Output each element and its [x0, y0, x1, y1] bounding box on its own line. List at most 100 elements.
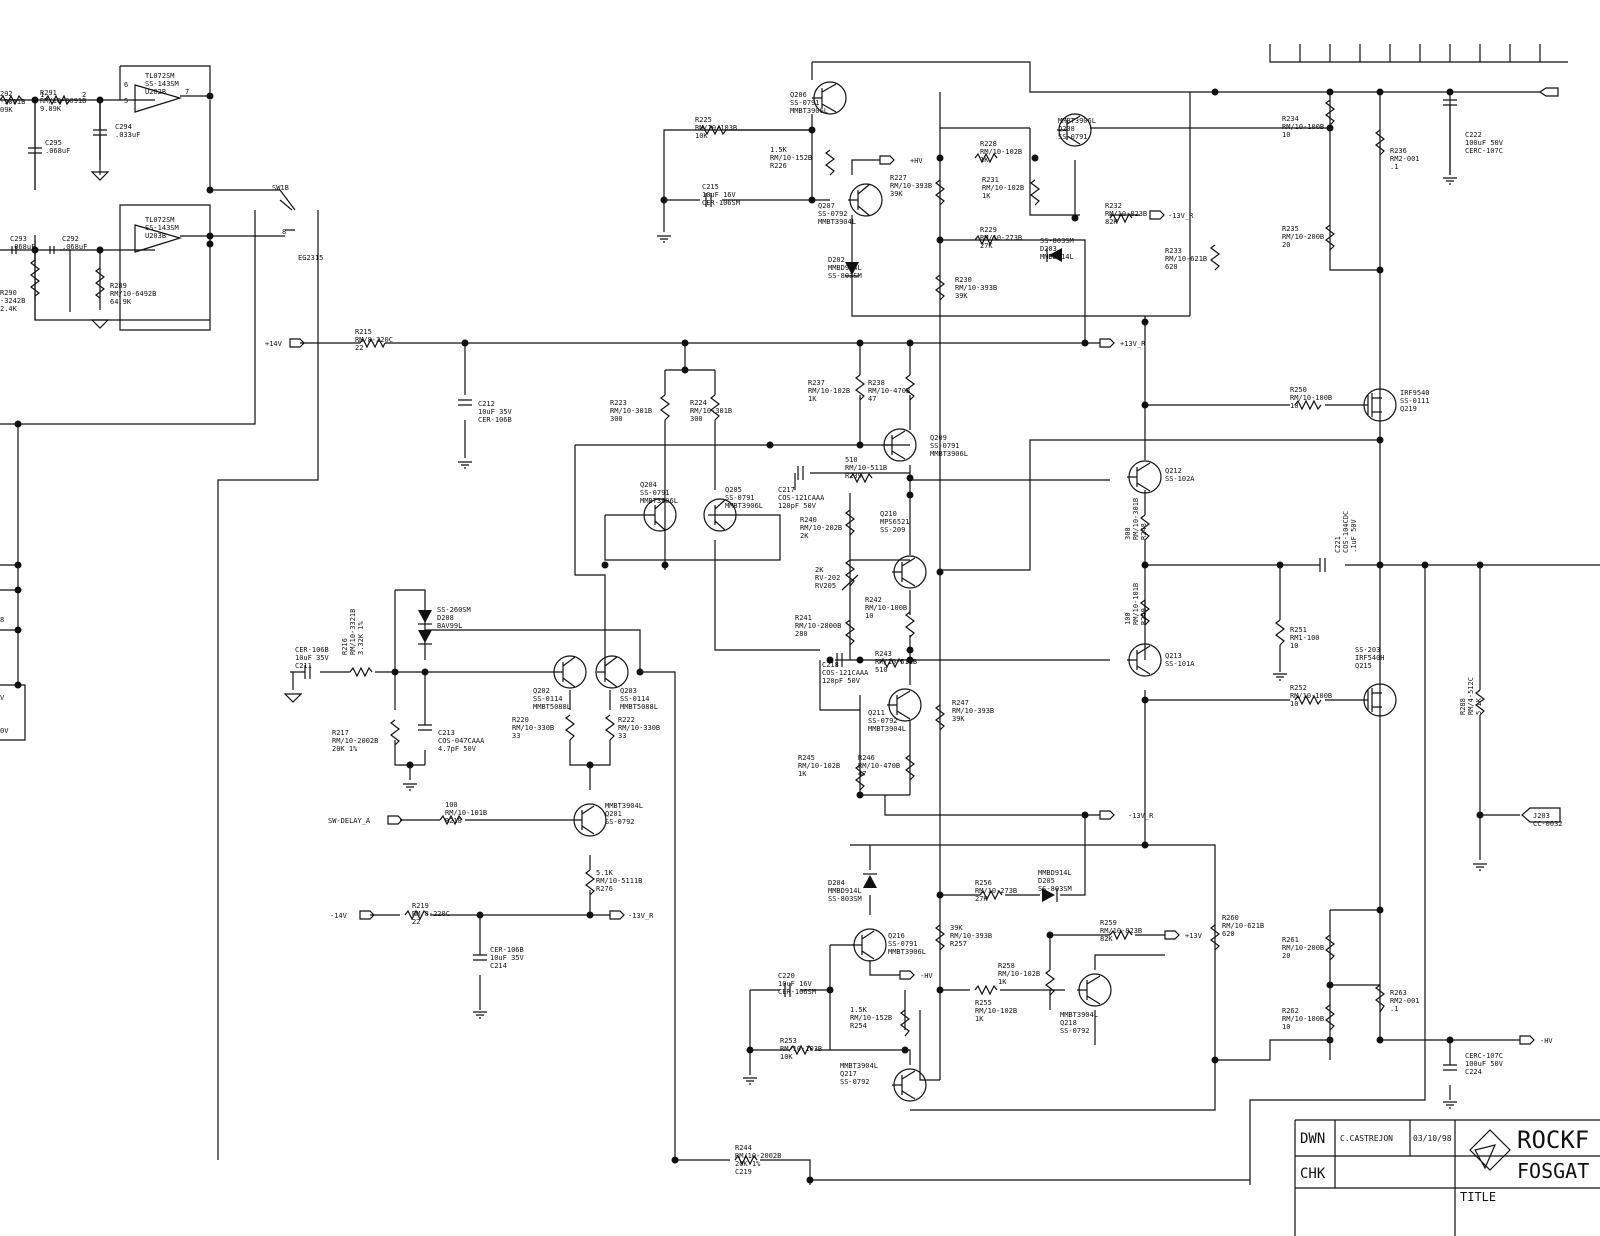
label-line: RM/8-220C — [412, 910, 450, 918]
label-line: 10K — [780, 1053, 793, 1061]
label-line: 47 — [858, 770, 866, 778]
label-line: COS-121CAAA — [822, 669, 869, 677]
label-line: 20 — [1282, 241, 1290, 249]
label-line: RM2-001 — [1390, 155, 1420, 163]
label-line: MMBD914L — [828, 887, 862, 895]
label-line: R262 — [1282, 1007, 1299, 1015]
label-line: 82K — [1100, 935, 1113, 943]
label-line: 510 — [875, 666, 888, 674]
label-line: 120pF 50V — [778, 502, 817, 510]
label-line: MMBD914L — [828, 264, 862, 272]
label-line: Q201 — [605, 810, 622, 818]
label-line: RM/10-823B — [1100, 927, 1142, 935]
label-c221: C221COS-104CDC.1uF 50V — [1334, 511, 1358, 553]
label-line: 27K — [975, 895, 988, 903]
label-line: 10 — [1290, 700, 1298, 708]
label-line: RM/10-5111B — [596, 877, 642, 885]
label-line: R263 — [1390, 989, 1407, 997]
label-line: RM/10-393B — [950, 932, 992, 940]
label-line: Q202 — [533, 687, 550, 695]
label-line: U203B — [145, 232, 166, 240]
label-line: Q213 — [1165, 652, 1182, 660]
label-line: R257 — [950, 940, 967, 948]
label-line: 33 — [512, 732, 520, 740]
label-line: SS-0792 — [1060, 1027, 1090, 1035]
label-line: RM/10-102B — [798, 762, 840, 770]
company-name-line1: ROCKF — [1517, 1126, 1589, 1154]
label-line: R243 — [875, 650, 892, 658]
label-p13r: +13V_R — [1120, 340, 1146, 348]
label-line: RM/10-393B — [955, 284, 997, 292]
label-line: 100uF 50V — [1465, 1060, 1504, 1068]
label-eg2315: EG2315 — [298, 254, 323, 262]
label-line: U202B — [145, 88, 166, 96]
label-line: RM/10-202B — [800, 524, 842, 532]
label-line: C215 — [702, 183, 719, 191]
label-line: D203 — [1040, 245, 1057, 253]
label-line: Q204 — [640, 481, 657, 489]
label-c293: C293.068uF — [10, 235, 35, 251]
label-c292: C292.068uF — [62, 235, 87, 251]
label-line: R239 — [845, 472, 862, 480]
label-left-0v: 0V — [0, 727, 9, 735]
label-line: R222 — [618, 716, 635, 724]
label-line: CER-106B — [478, 416, 512, 424]
label-line: R249 — [1140, 608, 1148, 625]
label-line: RM/10-100B — [1282, 123, 1324, 131]
label-line: C213 — [438, 729, 455, 737]
label-line: C222 — [1465, 131, 1482, 139]
label-line: D204 — [828, 879, 845, 887]
label-line: R227 — [890, 174, 907, 182]
label-line: SS-101A — [1165, 660, 1195, 668]
label-line: RM/10-152B — [850, 1014, 892, 1022]
label-line: RV-202 — [815, 574, 840, 582]
label-line: RM/10-100B — [865, 604, 907, 612]
label-line: C221 — [1334, 536, 1342, 553]
label-line: MMBT3904L — [1060, 1011, 1098, 1019]
label-line: R251 — [1290, 626, 1307, 634]
label-line: RM/10-200B — [1282, 233, 1324, 241]
label-line: RV205 — [815, 582, 836, 590]
label-line: RM/10-103B — [695, 124, 737, 132]
label-line: 10K — [695, 132, 708, 140]
label-line: R260 — [1222, 914, 1239, 922]
label-line: MMBT3906L — [930, 450, 968, 458]
label-m13r-low: -13V_R — [628, 912, 654, 920]
label-line: D208 — [437, 614, 454, 622]
title-drawn-by: C.CASTREJON — [1340, 1134, 1393, 1143]
label-m14: -14V — [330, 912, 348, 920]
label-line: 620 — [1165, 263, 1178, 271]
label-line: R233 — [1165, 247, 1182, 255]
label-line: SS-0792 — [605, 818, 635, 826]
label-line: IRF540H — [1355, 654, 1385, 662]
label-line: Q216 — [888, 932, 905, 940]
label-line: C218 — [822, 661, 839, 669]
label-line: Q205 — [725, 486, 742, 494]
resistors — [0, 94, 1485, 1166]
label-line: MMBT3906L — [888, 948, 926, 956]
